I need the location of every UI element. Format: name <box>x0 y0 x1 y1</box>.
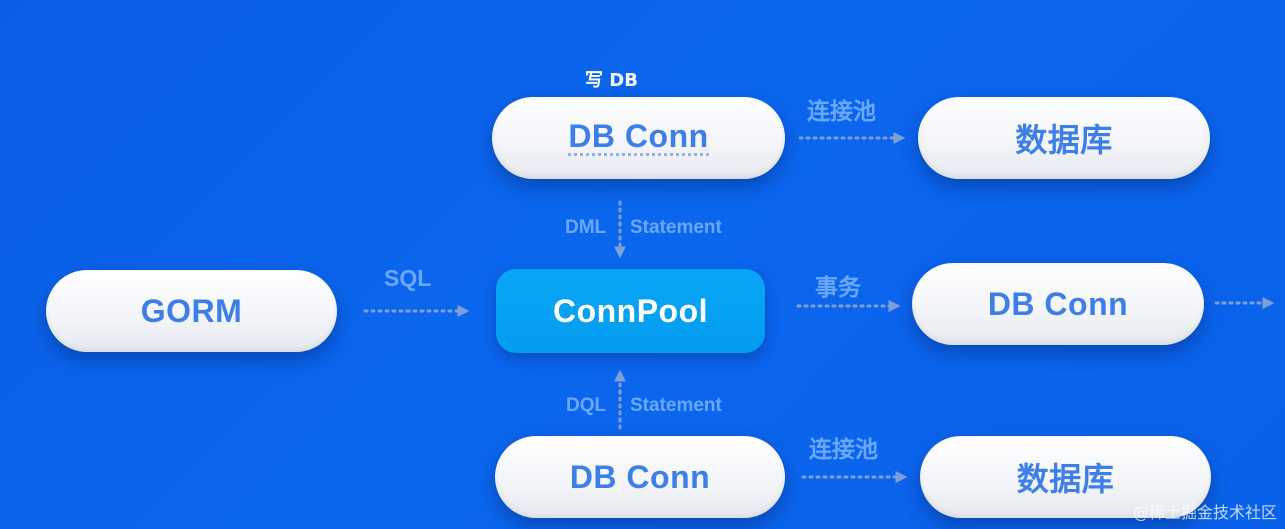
db-conn-node-top: DB Conn <box>492 97 785 179</box>
database-node-top: 数据库 <box>918 97 1210 179</box>
edge-label-statement-bottom: Statement <box>630 395 722 416</box>
edge-label-sql: SQL <box>384 265 432 291</box>
edge-label-transaction: 事务 <box>815 275 861 301</box>
edge-label-conn-pool-top: 连接池 <box>807 99 876 125</box>
edge-label-conn-pool-bottom: 连接池 <box>809 437 878 463</box>
edge-label-dml: DML <box>565 217 607 238</box>
database-node-bottom: 数据库 <box>920 436 1211 518</box>
connpool-node: ConnPool <box>496 269 765 353</box>
edge-label-dql: DQL <box>566 395 607 416</box>
db-conn-node-bottom: DB Conn <box>495 436 785 518</box>
write-db-label: 写 DB <box>585 70 638 91</box>
edge-label-statement-top: Statement <box>630 217 722 238</box>
gorm-node: GORM <box>46 270 337 352</box>
db-conn-node-mid: DB Conn <box>912 263 1204 345</box>
footer-credit: @稀土掘金技术社区 <box>1132 503 1277 522</box>
db-conn-node-top-label: DB Conn <box>568 118 709 156</box>
